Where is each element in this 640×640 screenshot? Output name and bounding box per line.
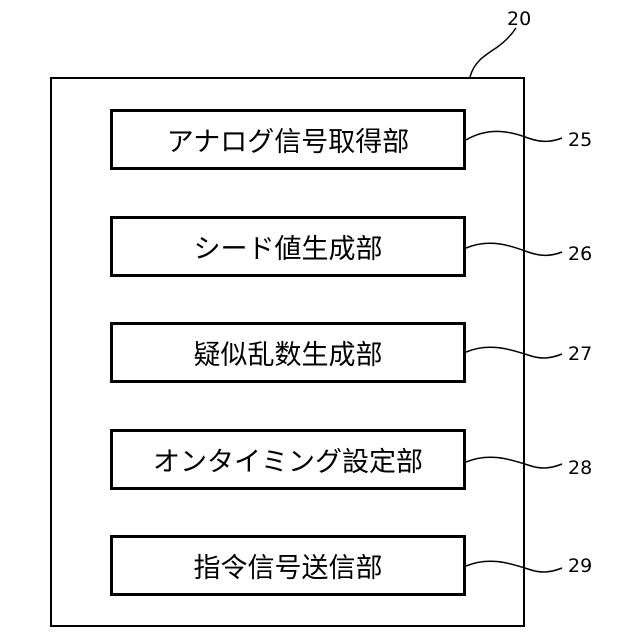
seed-value-generation-block: シード値生成部 [110,216,466,277]
leader-line-20 [470,28,516,77]
analog-signal-acquisition-block: アナログ信号取得部 [110,109,466,170]
block-label: 指令信号送信部 [194,546,383,585]
block-label: シード値生成部 [194,227,383,266]
block-label: 疑似乱数生成部 [194,333,383,372]
block-label: オンタイミング設定部 [153,440,423,479]
ref-label-27: 27 [568,344,592,364]
ref-label-26: 26 [568,244,592,264]
pseudo-random-generation-block: 疑似乱数生成部 [110,322,466,383]
ref-label-25: 25 [568,130,592,150]
on-timing-setting-block: オンタイミング設定部 [110,429,466,490]
command-signal-transmission-block: 指令信号送信部 [110,535,466,596]
block-label: アナログ信号取得部 [167,120,409,159]
system-ref-label: 20 [507,9,531,29]
ref-label-29: 29 [568,556,592,576]
ref-label-28: 28 [568,458,592,478]
